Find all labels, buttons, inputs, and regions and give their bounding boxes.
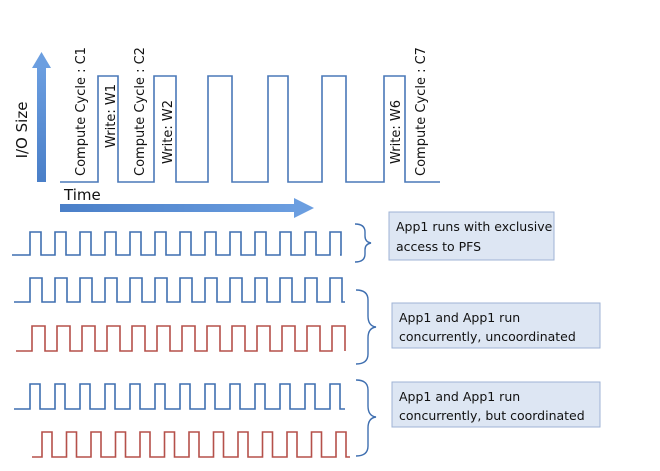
brace-exclusive — [354, 223, 372, 263]
annotation-box-exclusive: App1 runs with exclusive access to PFS — [388, 211, 555, 261]
annotation-box-uncoordinated: App1 and App1 run concurrently, uncoordi… — [391, 302, 601, 349]
cycle-label-c2: Compute Cycle : C2 — [133, 47, 148, 176]
brace-uncoordinated — [355, 289, 377, 365]
cycle-labels: Compute Cycle : C1 Write: W1 Compute Cyc… — [74, 47, 429, 176]
waveform-rows — [12, 231, 350, 458]
cycle-label-c7: Compute Cycle : C7 — [414, 47, 429, 176]
annotation-uncoordinated-line-1: App1 and App1 run — [399, 310, 520, 325]
brace-coordinated — [355, 379, 377, 457]
annotation-uncoordinated-line-2: concurrently, uncoordinated — [399, 329, 576, 344]
y-axis-arrow — [32, 52, 51, 182]
cycle-label-w1: Write: W1 — [104, 84, 119, 148]
annotation-box-coordinated: App1 and App1 run concurrently, but coor… — [391, 381, 601, 428]
annotation-exclusive-line-1: App1 runs with exclusive — [396, 219, 553, 234]
wave-uncoordinated-app2 — [16, 325, 346, 352]
annotation-coordinated-line-2: concurrently, but coordinated — [399, 408, 585, 423]
wave-uncoordinated-app1 — [14, 277, 345, 303]
wave-coordinated-app1 — [14, 383, 345, 410]
x-axis-arrow — [60, 198, 314, 218]
wave-exclusive — [12, 231, 342, 256]
cycle-label-w2: Write: W2 — [161, 100, 176, 164]
cycle-label-w6: Write: W6 — [389, 100, 404, 164]
wave-coordinated-app2 — [32, 431, 350, 458]
cycle-label-c1: Compute Cycle : C1 — [74, 47, 89, 176]
annotation-exclusive-line-2: access to PFS — [396, 239, 481, 254]
y-axis-label: I/O Size — [13, 102, 31, 159]
annotation-coordinated-line-1: App1 and App1 run — [399, 389, 520, 404]
io-pattern-wave — [60, 75, 440, 183]
x-axis-label: Time — [63, 186, 101, 204]
